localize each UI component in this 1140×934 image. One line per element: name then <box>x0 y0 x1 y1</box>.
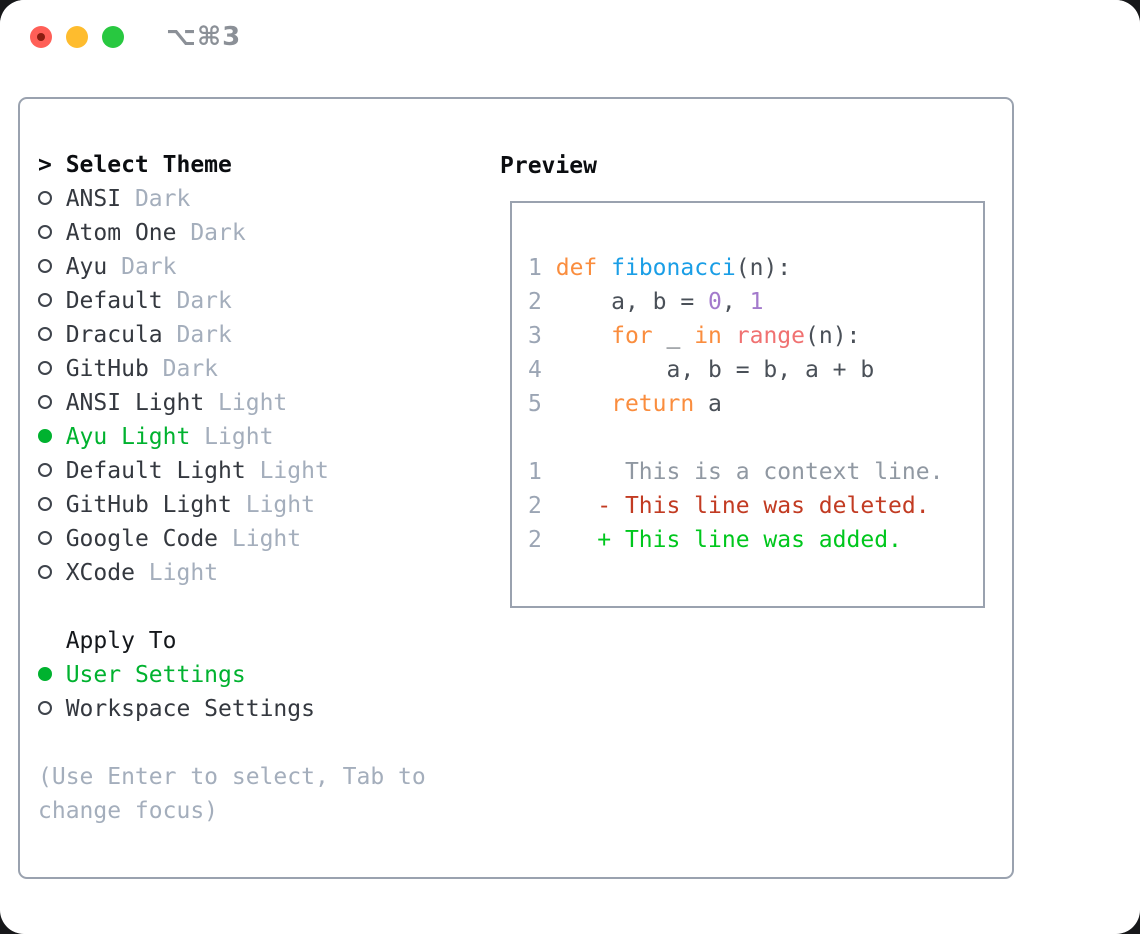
theme-item-atom-one-dark[interactable]: Atom One Dark <box>38 216 426 250</box>
theme-name: ANSI <box>65 186 122 212</box>
apply-option-label: User Settings <box>65 662 246 688</box>
preview-line-2: 2 a, b = 0, 1 <box>528 289 764 315</box>
radio-icon <box>38 327 52 341</box>
apply-option-user-settings[interactable]: User Settings <box>38 658 426 692</box>
preview-line-1: 1 def fibonacci(n): <box>528 255 792 281</box>
radio-icon <box>38 531 52 545</box>
theme-name: Dracula <box>65 322 163 348</box>
radio-icon <box>38 225 52 239</box>
apply-option-label: Workspace Settings <box>65 696 315 722</box>
theme-name: Atom One <box>65 220 177 246</box>
theme-tag: Light <box>204 390 288 416</box>
preview-box: 1 def fibonacci(n): 2 a, b = 0, 1 3 for _ … <box>510 201 985 608</box>
theme-tag: Light <box>190 424 274 450</box>
radio-icon <box>38 191 52 205</box>
theme-item-default-dark[interactable]: Default Dark <box>38 284 426 318</box>
preview-line-9: 2 + This line was added. <box>528 527 902 553</box>
radio-icon <box>38 361 52 375</box>
radio-selected-icon <box>38 667 52 681</box>
theme-picker-panel: > Select Theme ANSI Dark Atom One Dark A… <box>18 97 1014 879</box>
theme-tag: Light <box>134 560 219 586</box>
theme-name: ANSI Light <box>65 390 205 416</box>
close-button[interactable] <box>30 26 52 48</box>
hint-text: (Use Enter to select, Tab to <box>38 764 426 790</box>
theme-name: Default Light <box>65 458 246 484</box>
preview-line-4: 4 a, b = b, a + b <box>528 357 875 383</box>
theme-tag: Light <box>218 526 302 552</box>
apply-to-label: Apply To <box>38 628 177 654</box>
theme-item-github-dark[interactable]: GitHub Dark <box>38 352 426 386</box>
close-dot-icon <box>37 33 45 41</box>
radio-icon <box>38 565 52 579</box>
preview-line-3: 3 for _ in range(n): <box>528 323 861 349</box>
titlebar: ⌥⌘3 <box>0 0 1140 74</box>
theme-name: Ayu Light <box>65 424 191 450</box>
theme-tag: Dark <box>148 356 219 382</box>
theme-name: Default <box>65 288 163 314</box>
theme-item-google-code-light[interactable]: Google Code Light <box>38 522 426 556</box>
preview-line-5: 5 return a <box>528 391 722 417</box>
radio-icon <box>38 701 52 715</box>
radio-icon <box>38 497 52 511</box>
theme-name: GitHub <box>65 356 149 382</box>
radio-icon <box>38 395 52 409</box>
theme-item-ansi-dark[interactable]: ANSI Dark <box>38 182 426 216</box>
theme-item-dracula-dark[interactable]: Dracula Dark <box>38 318 426 352</box>
theme-name: GitHub Light <box>65 492 232 518</box>
radio-selected-icon <box>38 429 52 443</box>
apply-option-workspace-settings[interactable]: Workspace Settings <box>38 692 426 726</box>
theme-item-ansi-light-light[interactable]: ANSI Light Light <box>38 386 426 420</box>
theme-name: XCode <box>65 560 135 586</box>
theme-name: Google Code <box>65 526 219 552</box>
theme-tag: Dark <box>107 254 177 280</box>
theme-tag: Light <box>245 458 329 484</box>
theme-tag: Dark <box>162 288 232 314</box>
window-title: ⌥⌘3 <box>166 22 242 52</box>
preview-line-7: 1 This is a context line. <box>528 459 944 485</box>
minimize-button[interactable] <box>66 26 88 48</box>
theme-item-ayu-light-light[interactable]: Ayu Light Light <box>38 420 426 454</box>
theme-item-default-light-light[interactable]: Default Light Light <box>38 454 426 488</box>
preview-title: Preview <box>500 153 597 179</box>
theme-tag: Dark <box>162 322 232 348</box>
preview-line-6 <box>528 421 983 455</box>
radio-icon <box>38 463 52 477</box>
theme-tag: Light <box>231 492 315 518</box>
select-theme-header: > Select Theme <box>38 152 232 178</box>
theme-tag: Dark <box>176 220 246 246</box>
theme-item-github-light-light[interactable]: GitHub Light Light <box>38 488 426 522</box>
radio-icon <box>38 293 52 307</box>
zoom-button[interactable] <box>102 26 124 48</box>
preview-line-8: 2 - This line was deleted. <box>528 493 930 519</box>
theme-tag: Dark <box>121 186 191 212</box>
theme-name: Ayu <box>65 254 108 280</box>
radio-icon <box>38 259 52 273</box>
theme-item-xcode-light[interactable]: XCode Light <box>38 556 426 590</box>
hint-text: change focus) <box>38 798 219 824</box>
picker-column: > Select Theme ANSI Dark Atom One Dark A… <box>38 148 426 828</box>
theme-item-ayu-dark[interactable]: Ayu Dark <box>38 250 426 284</box>
